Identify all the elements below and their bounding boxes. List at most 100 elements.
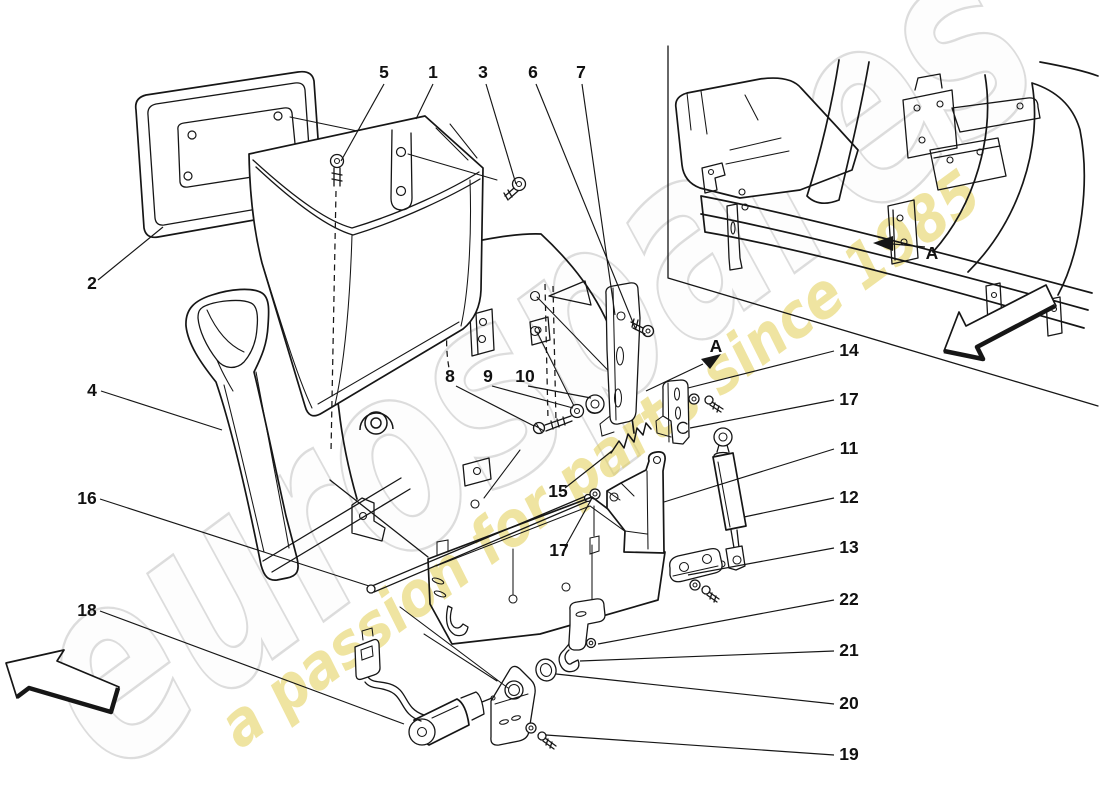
screw-6 xyxy=(630,318,655,338)
leader-8 xyxy=(455,385,535,427)
callout-21: 21 xyxy=(839,640,859,660)
washer-9 xyxy=(569,403,585,419)
inset-view-label: A xyxy=(926,243,939,263)
leader-6 xyxy=(535,83,637,331)
gas-strut-12 xyxy=(712,427,747,571)
bin-outer xyxy=(248,115,484,417)
inset-wheel-arch xyxy=(932,61,1099,296)
inset-duct-detail xyxy=(686,90,790,165)
washer-13 xyxy=(689,579,701,591)
inset-divider-line xyxy=(667,45,1099,407)
inset-arrowhead-icon xyxy=(873,236,893,251)
screw-8 xyxy=(532,415,573,435)
bracket-14 xyxy=(655,379,690,445)
inset-air-duct xyxy=(674,77,859,199)
leader-17a xyxy=(564,499,592,548)
side-trim-scoop xyxy=(197,299,259,369)
leader-13 xyxy=(687,547,835,576)
circlip-17b xyxy=(676,421,689,434)
callout-13: 13 xyxy=(839,537,859,557)
screw-5 xyxy=(329,153,345,453)
inset-left-bracket-holes xyxy=(707,168,749,235)
leader-18 xyxy=(99,610,405,725)
bolt-22 xyxy=(585,637,597,649)
callout-2: 2 xyxy=(87,273,97,293)
inset-bracket-cluster xyxy=(902,73,1041,191)
structure-grommet-hub xyxy=(359,411,394,435)
main-arrowhead-icon xyxy=(701,354,721,369)
washer-19 xyxy=(525,722,537,734)
leader-16 xyxy=(99,498,370,587)
part-side-trim xyxy=(185,288,299,581)
inset-roll-tube xyxy=(806,59,870,205)
inset-view-boundary xyxy=(667,45,1099,407)
washer-14 xyxy=(688,393,700,405)
callout-22: 22 xyxy=(839,589,859,609)
callout-15: 15 xyxy=(548,481,568,501)
main-view-label: A xyxy=(710,336,723,356)
screw-19 xyxy=(537,731,557,750)
grommet-10 xyxy=(585,394,605,414)
callout-4: 4 xyxy=(87,380,97,400)
inset-target-bracket xyxy=(887,199,1063,337)
callout-16: 16 xyxy=(77,488,97,508)
striker-hook xyxy=(558,643,580,673)
leader-15 xyxy=(564,450,613,489)
leader-20 xyxy=(555,673,835,705)
main-view-arrow: A xyxy=(645,336,723,392)
callout-9: 9 xyxy=(483,366,493,386)
bin-creases xyxy=(261,123,478,409)
callout-1: 1 xyxy=(428,62,438,82)
leader-12 xyxy=(743,497,835,518)
strap-hole-reference-line xyxy=(407,153,498,181)
leader-19 xyxy=(545,734,835,756)
callout-3: 3 xyxy=(478,62,488,82)
assembly-axis-lines xyxy=(399,606,509,689)
spring-15 xyxy=(610,422,652,454)
rod-16 xyxy=(366,493,593,594)
floor-bracket-hook xyxy=(445,605,469,637)
callout-17a: 17 xyxy=(549,540,568,560)
screw-5-axis xyxy=(330,190,337,453)
leader-2 xyxy=(97,226,164,281)
leader-9 xyxy=(491,385,574,409)
side-trim-outer xyxy=(185,288,299,581)
leader-21 xyxy=(579,650,835,662)
leader-10 xyxy=(527,385,592,399)
leader-14 xyxy=(687,350,835,389)
leader-5 xyxy=(340,83,385,162)
inset-arrow-line xyxy=(892,243,926,248)
callout-numbers: 5 1 3 6 7 2 4 16 18 8 9 10 15 17 14 17 1… xyxy=(77,62,859,764)
inset-frame-rail xyxy=(700,195,1093,329)
callout-11: 11 xyxy=(840,438,859,458)
callout-6: 6 xyxy=(528,62,538,82)
inset-left-brackets xyxy=(701,162,743,271)
structure-mount-tabs xyxy=(351,280,592,542)
part-glovebox-bin xyxy=(248,115,498,417)
leader-11 xyxy=(663,448,835,503)
direction-arrow-bottom-left xyxy=(5,649,121,715)
bin-strap-holes xyxy=(395,146,407,197)
solenoid-cable xyxy=(364,676,425,722)
leader-4 xyxy=(100,390,223,431)
screw-14 xyxy=(704,395,724,413)
solenoid-18 xyxy=(408,691,496,746)
leader-lines xyxy=(97,83,835,756)
bin-rim xyxy=(252,159,481,236)
callout-17b: 17 xyxy=(839,389,858,409)
main-arrow-line xyxy=(645,363,704,392)
striker-bracket-21 xyxy=(558,598,606,673)
callout-14: 14 xyxy=(839,340,859,360)
structure-sill-lines xyxy=(262,477,429,573)
leader-7 xyxy=(581,83,616,316)
inset-bracket-holes xyxy=(913,100,1024,164)
inset-view-arrow: A xyxy=(873,236,939,263)
leader-22 xyxy=(597,599,835,645)
direction-arrow-right xyxy=(943,284,1057,362)
callout-20: 20 xyxy=(839,693,859,713)
callout-19: 19 xyxy=(839,744,859,764)
callout-12: 12 xyxy=(839,487,859,507)
callout-18: 18 xyxy=(77,600,97,620)
